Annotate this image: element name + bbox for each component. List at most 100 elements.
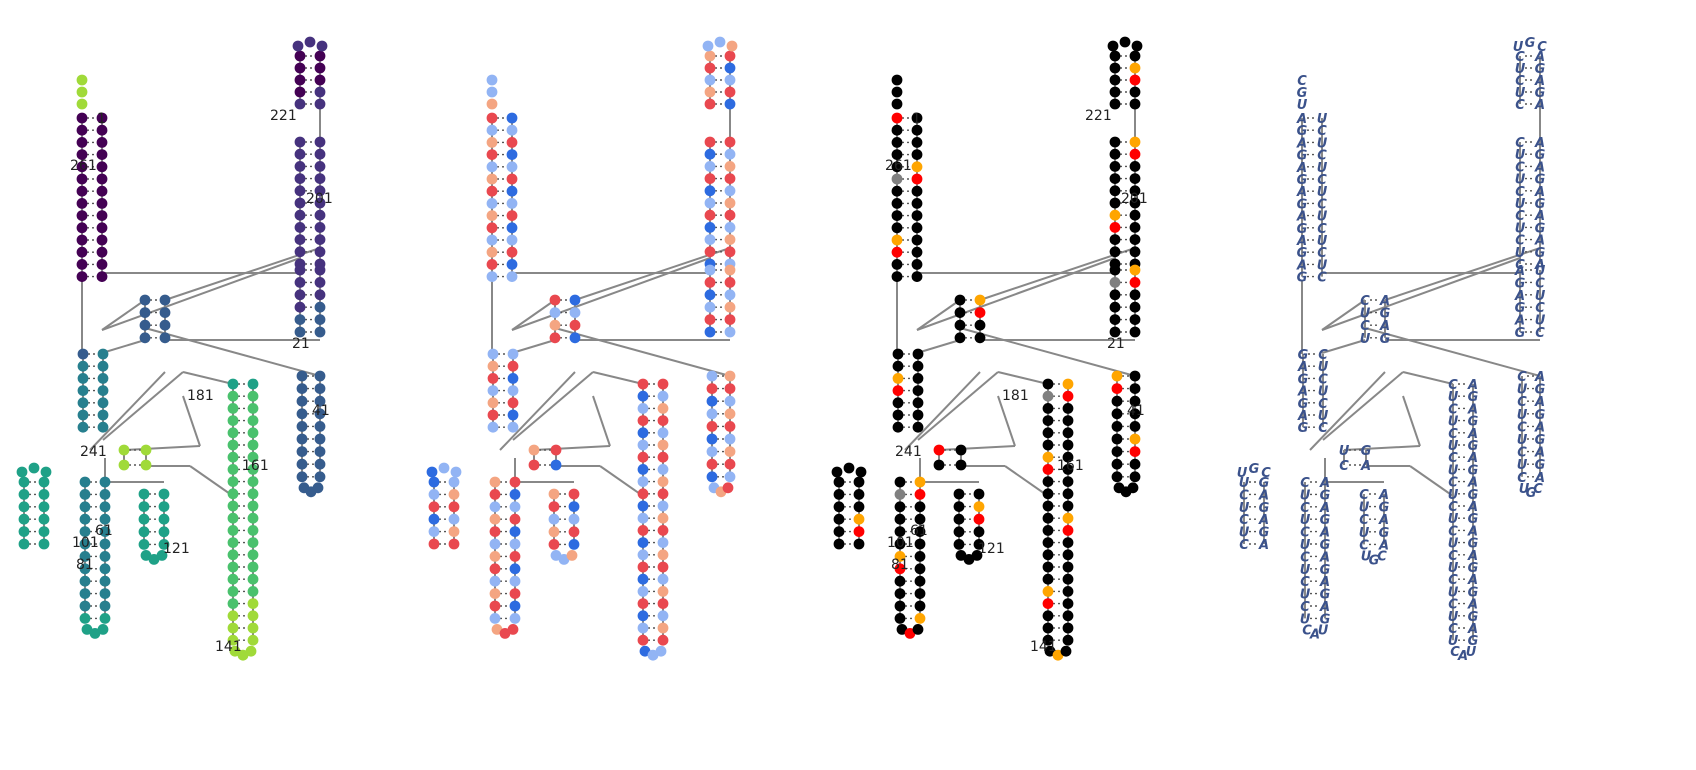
nucleotide-letter: G: [1468, 463, 1479, 478]
nucleotide-letter: A: [1534, 185, 1545, 200]
nucleotide: [974, 319, 986, 331]
nucleotide: [892, 409, 904, 421]
nucleotide: [528, 459, 540, 471]
nucleotide-letter: U: [1515, 197, 1526, 212]
nucleotide: [99, 600, 111, 612]
nucleotide: [637, 488, 649, 500]
index-label: 161: [242, 458, 269, 474]
nucleotide: [548, 501, 560, 512]
nucleotide: [894, 575, 906, 587]
nucleotide-letter: C: [1317, 173, 1327, 188]
nucleotide-letter: C: [1517, 395, 1527, 410]
nucleotide: [1109, 161, 1121, 172]
backbone-link: [164, 247, 321, 301]
nucleotide-letter: G: [1297, 246, 1308, 261]
nucleotide-letter: C: [1300, 501, 1310, 516]
nucleotide: [894, 613, 906, 624]
backbone-link: [511, 257, 711, 331]
nucleotide: [657, 634, 669, 646]
nucleotide-letter: U: [1300, 612, 1311, 627]
nucleotide: [1042, 561, 1054, 573]
backbone-link: [959, 327, 1136, 377]
nucleotide: [227, 525, 239, 536]
nucleotide: [77, 360, 89, 372]
nucleotide: [489, 588, 501, 599]
nucleotide: [247, 525, 259, 536]
nucleotide: [487, 373, 499, 384]
nucleotide: [1109, 74, 1121, 86]
nucleotide: [704, 197, 716, 209]
nucleotide-letter: G: [1320, 488, 1331, 503]
index-label: 201: [306, 191, 333, 207]
nucleotide: [428, 513, 440, 525]
nucleotide: [724, 173, 736, 185]
nucleotide: [96, 161, 108, 173]
nucleotide: [1129, 222, 1141, 233]
index-label: 41: [312, 403, 330, 419]
nucleotide: [704, 98, 716, 110]
nucleotide: [912, 624, 924, 635]
nucleotide: [911, 246, 923, 258]
nucleotide: [568, 526, 580, 538]
nucleotide-letter: G: [1297, 149, 1308, 164]
nucleotide-letter: G: [1361, 444, 1372, 459]
nucleotide-letter: G: [1297, 173, 1308, 188]
nucleotide-letter: C: [1450, 645, 1460, 660]
nucleotide-letter: U: [1339, 444, 1350, 459]
nucleotide-letter: U: [1448, 439, 1459, 454]
nucleotide: [99, 501, 111, 513]
nucleotide: [724, 197, 736, 209]
nucleotide-letter: G: [1298, 421, 1309, 436]
nucleotide: [159, 319, 171, 331]
nucleotide: [891, 74, 903, 86]
backbone-link: [1004, 465, 1049, 497]
nucleotide: [892, 421, 904, 433]
nucleotide: [896, 624, 908, 635]
nucleotide-letter: U: [1317, 210, 1328, 225]
nucleotide-letter: A: [1378, 538, 1389, 553]
nucleotide: [97, 409, 109, 421]
nucleotide-letter: A: [1467, 378, 1478, 393]
nucleotide: [247, 390, 259, 402]
index-label: 1: [97, 111, 106, 127]
structure-panel-2: [426, 36, 738, 661]
nucleotide-letter: C: [1377, 549, 1387, 564]
nucleotide-letter: G: [1249, 462, 1260, 477]
backbone-link: [101, 257, 301, 331]
nucleotide: [486, 185, 498, 197]
nucleotide-letter: C: [1515, 74, 1525, 89]
nucleotide: [139, 332, 151, 344]
nucleotide: [724, 471, 736, 483]
nucleotide: [724, 326, 736, 338]
backbone-link: [916, 299, 961, 331]
nucleotide: [507, 397, 519, 409]
backbone-link: [904, 371, 981, 451]
nucleotide: [911, 234, 923, 246]
nucleotide: [911, 210, 923, 222]
nucleotide: [657, 500, 669, 512]
nucleotide: [159, 294, 171, 306]
nucleotide: [76, 161, 88, 173]
nucleotide: [1111, 383, 1123, 394]
backbone-link: [917, 371, 999, 441]
nucleotide-letter: U: [1239, 526, 1250, 541]
nucleotide: [1042, 439, 1054, 451]
backbone-link: [144, 327, 321, 377]
nucleotide: [227, 573, 239, 585]
nucleotide: [506, 271, 518, 282]
nucleotide: [724, 421, 736, 432]
nucleotide-letter: G: [1297, 197, 1308, 212]
nucleotide-letter: C: [1515, 185, 1525, 200]
nucleotide: [1129, 246, 1141, 258]
nucleotide: [294, 74, 306, 86]
nucleotide: [548, 488, 560, 500]
nucleotide: [1062, 427, 1074, 439]
nucleotide: [912, 348, 924, 360]
nucleotide-letter: C: [1517, 370, 1527, 385]
backbone-link: [592, 371, 644, 385]
nucleotide-letter: G: [1379, 526, 1390, 541]
nucleotide-letter: A: [1534, 160, 1545, 175]
nucleotide-letter: U: [1317, 258, 1328, 273]
nucleotide: [892, 397, 904, 409]
nucleotide: [76, 210, 88, 222]
